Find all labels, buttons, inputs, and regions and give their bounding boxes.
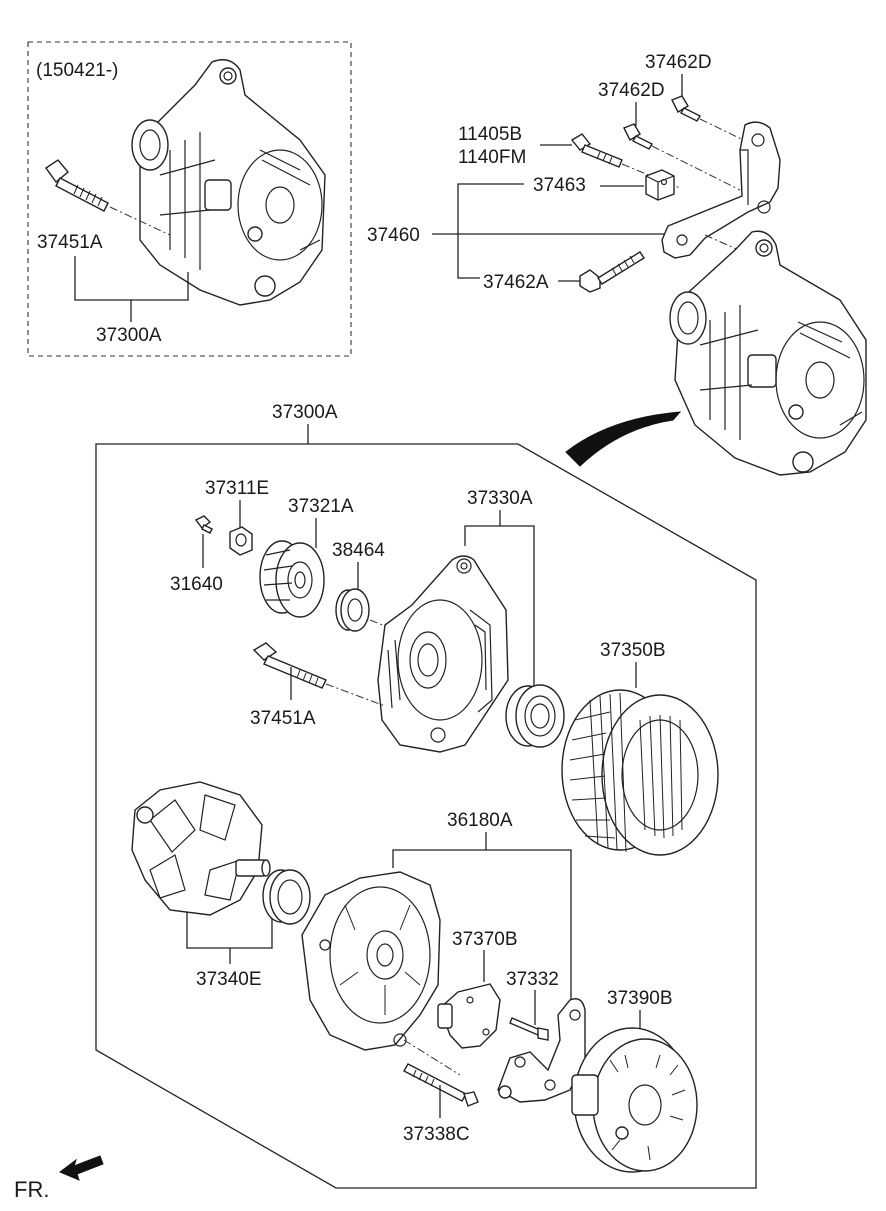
rear-cover-icon: [571, 1027, 698, 1173]
stator-icon: [561, 689, 719, 856]
bolt-b-label: 11405B: [458, 124, 522, 145]
bolt-a-icon: [579, 251, 645, 293]
nut-block-label: 37463: [533, 175, 586, 196]
main-assembly: 37300A 37311E 31640 37321A 38464: [95, 402, 757, 1189]
bolt-a-label: 37462A: [483, 272, 549, 293]
regulator-label: 37370B: [452, 929, 518, 950]
bracket-label: 37460: [367, 225, 420, 246]
screw-332-icon: [509, 1017, 549, 1041]
inset-variant-box: (150421-) 37451A 37300A: [27, 41, 352, 357]
front-arrow-icon: [59, 1155, 104, 1181]
inset-bolt-icon: [45, 159, 171, 236]
bracket-assembly: 37462D 37462D 11405B 1140FM 37463: [367, 52, 867, 476]
stator-label: 37350B: [600, 640, 666, 661]
spacer-label: 38464: [332, 540, 385, 561]
screw-icon: [194, 515, 213, 534]
rear-cover-label: 37390B: [607, 988, 673, 1009]
rotor-icon: [131, 781, 271, 916]
rear-bracket-label: 36180A: [447, 810, 513, 831]
nut-icon: [229, 526, 253, 556]
bolt-d-lower-label: 37462D: [598, 80, 665, 101]
bracket-plate-icon: [661, 121, 781, 259]
bolt-338-label: 37338C: [403, 1124, 470, 1145]
pulley-icon: [259, 540, 325, 618]
front-orientation-label: FR.: [14, 1177, 49, 1202]
screw-label: 31640: [170, 574, 223, 595]
inset-bolt-label: 37451A: [37, 232, 103, 253]
bolt-fm-label: 1140FM: [458, 147, 526, 168]
front-bearing-icon: [505, 684, 565, 748]
through-bolt-icon: [252, 642, 386, 707]
front-orientation-indicator: FR.: [14, 1155, 104, 1202]
inset-alternator-label: 37300A: [96, 325, 162, 346]
front-bracket-icon: [377, 555, 509, 753]
nut-label: 37311E: [205, 478, 269, 499]
rotor-label: 37340E: [196, 969, 262, 990]
front-bracket-label: 37330A: [467, 488, 533, 509]
inset-alternator-illustration: [131, 59, 326, 306]
nut-block-icon: [645, 169, 675, 201]
through-bolt-label: 37451A: [250, 708, 316, 729]
spacer-icon: [335, 588, 370, 632]
screw-332-label: 37332: [506, 969, 559, 990]
assembled-alternator-illustration: [669, 230, 867, 476]
bolt-338-icon: [403, 1063, 479, 1107]
bolt-d-lower-icon: [623, 123, 741, 191]
rear-bearing-icon: [262, 869, 311, 925]
bolt-d-upper-label: 37462D: [645, 52, 712, 73]
variant-note: (150421-): [36, 60, 118, 81]
regulator-icon: [437, 983, 501, 1049]
pulley-label: 37321A: [288, 496, 354, 517]
rear-bracket-icon: [301, 871, 441, 1051]
assembly-label: 37300A: [272, 402, 338, 423]
assembly-arrow-icon: [565, 411, 682, 467]
